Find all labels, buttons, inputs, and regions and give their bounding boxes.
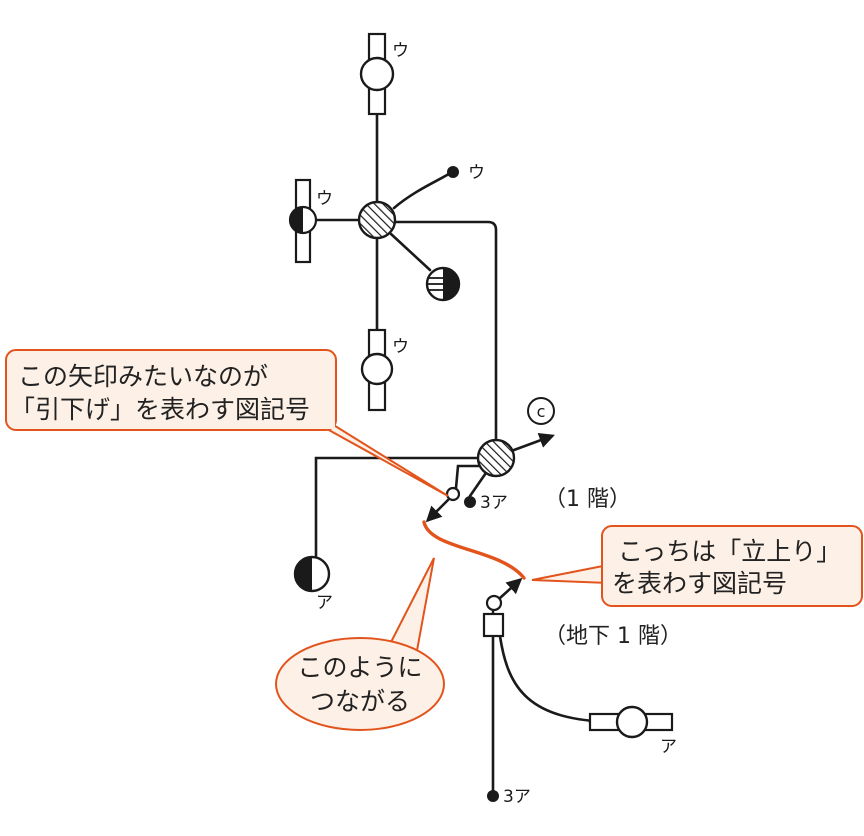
pulldown-circle (445, 486, 461, 502)
label-u-top: ウ (392, 41, 409, 61)
label-u-lower: ウ (392, 337, 409, 357)
callout-connect: このように つながる (275, 557, 445, 731)
riser-box (482, 612, 505, 638)
outlet-dot-3a-upper (464, 496, 476, 508)
svg-text:c: c (537, 402, 546, 421)
label-3a-lower: 3ア (503, 787, 531, 807)
outlet-dot-u (447, 166, 459, 178)
fixture-striped (425, 266, 461, 302)
callout-connect-line1: このように (297, 653, 422, 682)
floor-label-b1: （地下 1 階） (544, 624, 682, 649)
floor-label-1f: （1 階） (544, 487, 631, 512)
junction-main (357, 200, 397, 240)
fixture-left (288, 178, 318, 264)
junction-lower (476, 438, 516, 478)
callout-riser-line1: こっちは「立上り」 (618, 537, 841, 566)
outlet-dot-3a-lower (487, 790, 499, 802)
fixture-top (359, 32, 395, 116)
fixture-a-right (588, 705, 674, 739)
label-u-dot: ウ (468, 163, 485, 183)
label-a-right: ア (660, 737, 677, 757)
callout-riser: こっちは「立上り」 を表わす図記号 (531, 525, 863, 607)
callout-connect-line2: つながる (310, 687, 410, 716)
callout-pulldown-line2: 「引下げ」を表わす図記号 (10, 395, 310, 424)
label-u-left: ウ (316, 189, 333, 209)
callout-riser-line2: を表わす図記号 (612, 569, 787, 598)
label-a-left: ア (316, 593, 333, 613)
c-symbol: c (527, 397, 555, 425)
callout-pulldown-line1: この矢印みたいなのが (18, 362, 268, 391)
fixture-a-left (293, 555, 331, 593)
connection-curve (422, 520, 526, 580)
callout-pulldown: この矢印みたいなのが 「引下げ」を表わす図記号 (5, 349, 449, 497)
label-3a-upper: 3ア (480, 493, 508, 513)
riser-circle (485, 594, 503, 612)
fixture-lower (360, 328, 394, 412)
